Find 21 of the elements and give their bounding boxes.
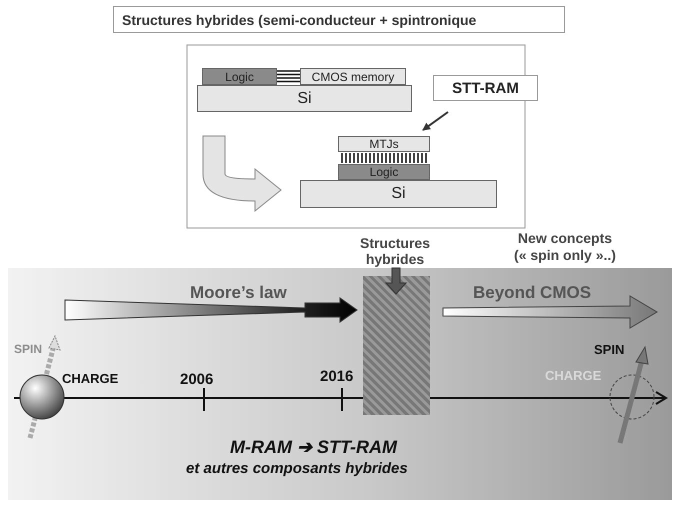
arrow-label: Beyond CMOS [473,283,592,303]
band-heading: Structures hybrides [358,235,432,267]
logic-layer: Logic [338,164,430,180]
axis-label: CHARGE [62,371,118,386]
logic-layer: Logic [202,68,277,85]
arrow [422,111,449,131]
year-label: 2016 [320,368,354,385]
title: Structures hybrides (semi-conducteur + spintronique [122,12,476,28]
axis-label: SPIN [14,342,42,356]
label-box: STT-RAM [433,75,538,101]
mtj-layer: MTJs [338,136,430,152]
caption-line: M-RAM ➔ STT-RAM [230,436,397,458]
memory-layer: CMOS memory [300,68,406,85]
axis-label: SPIN [594,342,624,357]
silicon-substrate: Si [300,180,497,208]
side-note: New concepts (« spin only »..) [513,230,617,264]
arrow [202,136,282,212]
caption-line: et autres composants hybrides [186,460,408,477]
arrow-label: Moore’s law [190,283,287,303]
silicon-substrate: Si [197,85,412,112]
year-label: 2006 [180,371,214,388]
